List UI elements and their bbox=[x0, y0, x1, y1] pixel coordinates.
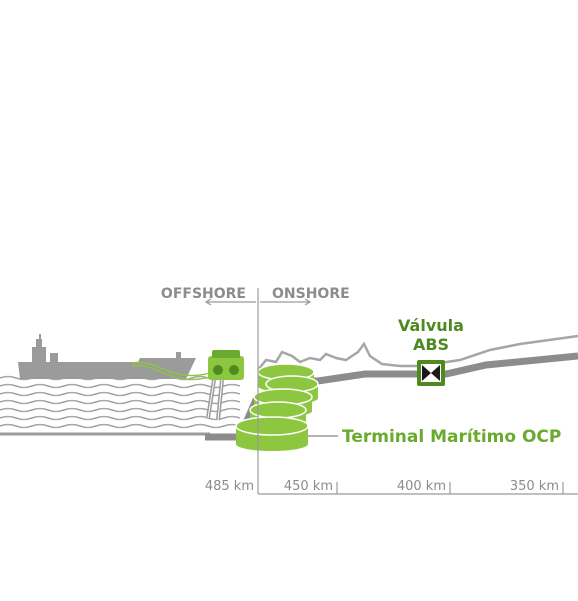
distance-label: 400 km bbox=[397, 479, 446, 494]
onshore-label: ONSHORE bbox=[272, 286, 350, 302]
distance-label: 450 km bbox=[284, 479, 333, 494]
tank bbox=[235, 416, 309, 451]
loading-hoses bbox=[131, 361, 215, 381]
valve-label-line1: Válvula bbox=[398, 316, 464, 335]
distance-label: 350 km bbox=[510, 479, 559, 494]
terminal-storage-tanks bbox=[235, 363, 319, 451]
distance-label: 485 km bbox=[205, 479, 254, 494]
valve-label-line2: ABS bbox=[413, 335, 449, 354]
distance-scale: 485 km 450 km 400 km 350 km bbox=[205, 479, 578, 495]
terminal-label: Terminal Marítimo OCP bbox=[342, 427, 561, 447]
offshore-label: OFFSHORE bbox=[161, 286, 246, 302]
divider-arrows bbox=[204, 298, 312, 306]
terrain-profile bbox=[257, 334, 578, 371]
spm-buoy-icon bbox=[206, 350, 244, 421]
onshore-pipeline bbox=[258, 352, 578, 385]
tanker-ship-icon bbox=[18, 334, 196, 379]
valve-icon bbox=[417, 360, 445, 386]
sea-waves bbox=[0, 375, 241, 429]
